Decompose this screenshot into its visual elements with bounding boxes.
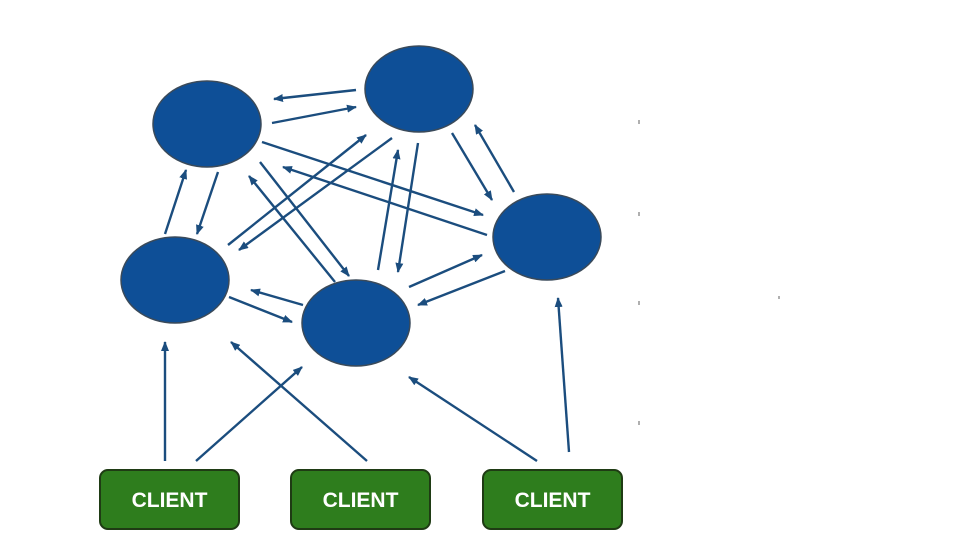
client-boxes: CLIENT CLIENT CLIENT bbox=[99, 469, 623, 530]
arrow-tl-to-tc bbox=[271, 104, 357, 125]
arrow-tc-to-tl bbox=[273, 88, 357, 102]
arrow-client1-to-bc bbox=[195, 366, 303, 462]
server-nodes bbox=[120, 45, 602, 367]
arrow-client2-to-ml bbox=[230, 341, 368, 462]
arrow-tl-to-bc bbox=[259, 161, 350, 277]
stray-marks bbox=[638, 120, 780, 425]
client-label: CLIENT bbox=[132, 489, 208, 512]
client-label: CLIENT bbox=[515, 489, 591, 512]
arrow-bc-to-tc bbox=[376, 149, 401, 271]
arrow-tc-to-bc bbox=[395, 142, 420, 273]
arrow-bc-to-tl bbox=[248, 175, 336, 283]
arrow-client3-to-r bbox=[554, 297, 571, 453]
arrow-r-to-tc bbox=[473, 124, 516, 193]
arrow-r-to-bc bbox=[417, 269, 506, 307]
arrow-tl-to-r bbox=[261, 140, 484, 217]
arrow-bc-to-r bbox=[408, 253, 483, 289]
arrow-client3-to-bc bbox=[408, 375, 538, 463]
arrow-tc-to-r bbox=[450, 132, 494, 201]
server-node bbox=[152, 80, 262, 168]
connection-arrows bbox=[161, 88, 571, 463]
arrow-ml-to-bc bbox=[228, 295, 293, 324]
server-node bbox=[492, 193, 602, 281]
arrow-tc-to-ml bbox=[238, 137, 393, 251]
server-node bbox=[364, 45, 474, 133]
arrow-r-to-tl bbox=[282, 165, 488, 237]
server-node bbox=[120, 236, 230, 324]
client-label: CLIENT bbox=[323, 489, 399, 512]
client-box: CLIENT bbox=[99, 469, 240, 530]
client-box: CLIENT bbox=[290, 469, 431, 530]
server-node bbox=[301, 279, 411, 367]
arrow-ml-to-tl bbox=[163, 169, 188, 235]
client-box: CLIENT bbox=[482, 469, 623, 530]
arrow-tl-to-ml bbox=[195, 171, 220, 235]
arrow-bc-to-ml bbox=[250, 288, 304, 307]
arrow-ml-to-tc bbox=[227, 134, 367, 246]
